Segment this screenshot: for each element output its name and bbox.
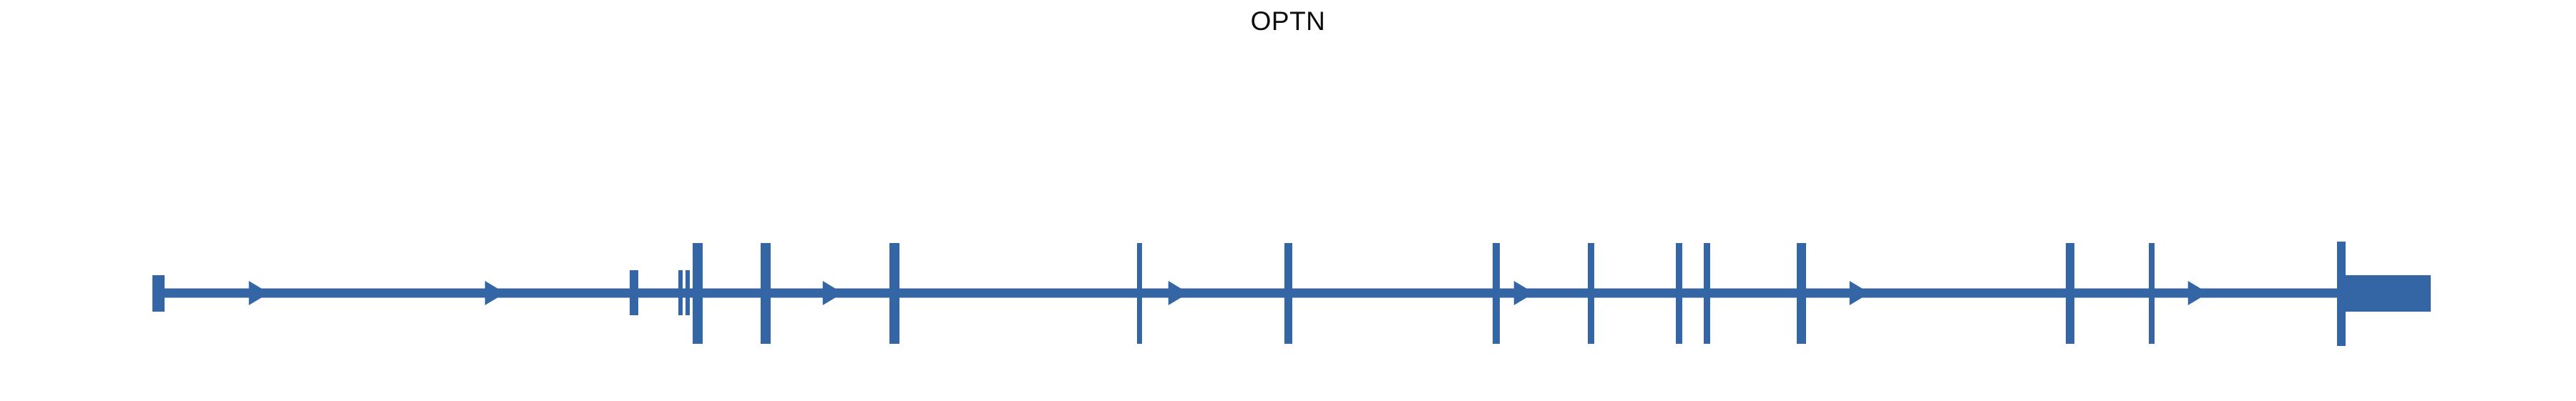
exon-block — [1137, 243, 1142, 344]
exon-block — [761, 243, 771, 344]
strand-arrow-icon — [822, 281, 844, 305]
strand-arrow-icon — [248, 281, 270, 305]
exon-block — [678, 270, 683, 315]
exon-block — [1676, 243, 1682, 344]
strand-arrow-layer — [248, 281, 2209, 305]
page-title: OPTN — [1250, 6, 1326, 36]
exon-block — [2337, 242, 2346, 346]
exon-block — [1493, 243, 1500, 344]
exon-block — [1797, 243, 1806, 344]
exon-block — [1704, 243, 1710, 344]
exon-block — [630, 270, 638, 315]
exon-block — [2066, 243, 2074, 344]
exon-block — [2346, 275, 2431, 312]
exon-block — [686, 270, 690, 315]
exon-block — [889, 243, 899, 344]
exon-block — [693, 243, 703, 344]
exon-block — [2149, 243, 2155, 344]
strand-arrow-icon — [1849, 281, 1870, 305]
strand-arrow-icon — [484, 281, 506, 305]
exon-block — [1284, 243, 1292, 344]
strand-arrow-icon — [2187, 281, 2209, 305]
exon-block — [152, 275, 165, 312]
strand-arrow-icon — [1513, 281, 1535, 305]
strand-arrow-icon — [1168, 281, 1189, 305]
exon-block — [1588, 243, 1594, 344]
exon-layer — [152, 242, 2431, 346]
